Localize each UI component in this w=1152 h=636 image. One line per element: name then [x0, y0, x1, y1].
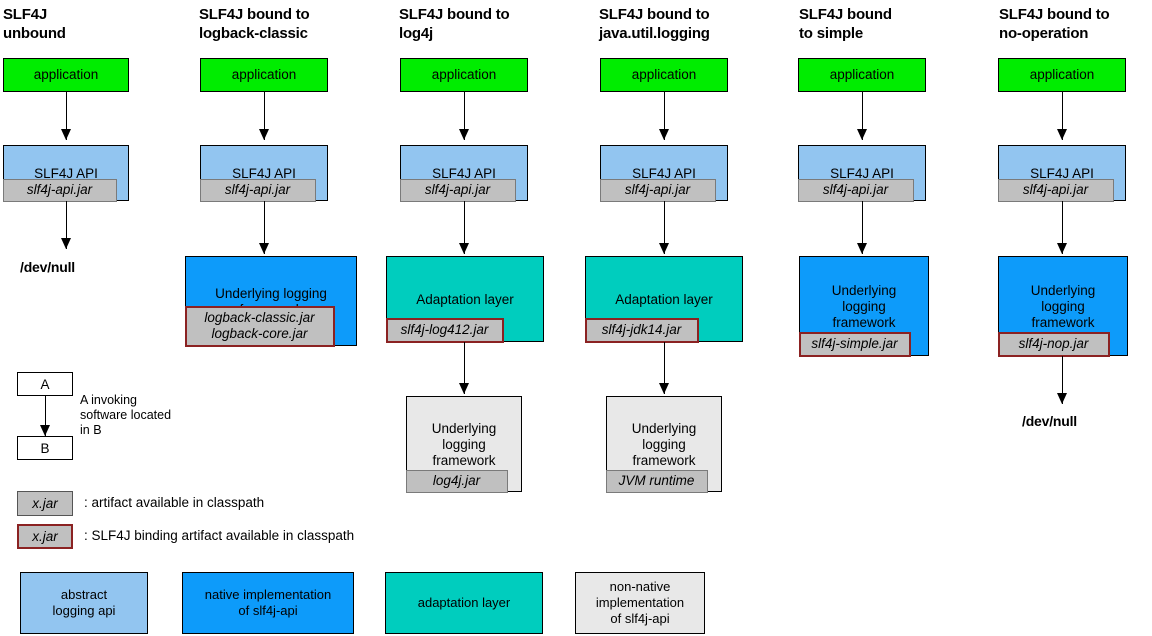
legend-binding-artifact-label: x.jar: [32, 529, 58, 544]
col4-slf4j-api-label: SLF4J API: [632, 166, 696, 181]
column-title-jul: SLF4J bound to java.util.logging: [599, 6, 710, 42]
legend-key-abstract-logging-api-label: abstract logging api: [52, 587, 116, 618]
legend-box-a: A: [17, 372, 73, 396]
col2-slf4j-api-label: SLF4J API: [232, 166, 296, 181]
col6-application-box: application: [998, 58, 1126, 92]
col5-slf4j-api-label: SLF4J API: [830, 166, 894, 181]
col3-framework-box: Underlying logging framework log4j.jar: [405, 396, 522, 493]
col6-devnull-label: /dev/null: [1022, 413, 1077, 429]
legend-box-a-label: A: [40, 376, 50, 392]
legend-box-b-label: B: [40, 440, 50, 456]
column-title-nop: SLF4J bound to no-operation: [999, 6, 1110, 42]
col3-application-box: application: [400, 58, 528, 92]
col3-slf4j-api-label: SLF4J API: [432, 166, 496, 181]
col6-framework-label: Underlying logging framework: [1030, 283, 1096, 330]
col3-slf4j-api-box: SLF4J API slf4j-api.jar: [399, 145, 528, 202]
col5-application-box: application: [798, 58, 926, 92]
col4-framework-label: Underlying logging framework: [631, 421, 697, 468]
legend-binding-artifact-description: : SLF4J binding artifact available in cl…: [84, 528, 355, 543]
col4-application-box: application: [600, 58, 728, 92]
legend-binding-artifact-swatch: x.jar: [17, 524, 73, 549]
col4-framework-jar: JVM runtime: [605, 469, 708, 493]
legend-key-adaptation-layer: adaptation layer: [385, 572, 543, 634]
legend-artifact-description: : artifact available in classpath: [84, 495, 265, 510]
col3-framework-jar: log4j.jar: [405, 469, 508, 493]
col6-application-label: application: [1029, 66, 1095, 82]
col3-framework-label: Underlying logging framework: [431, 421, 497, 468]
legend-key-non-native-implementation: non-native implementation of slf4j-api: [575, 572, 705, 634]
col6-framework-jar: slf4j-nop.jar: [997, 331, 1110, 357]
col3-adaptation-box: Adaptation layer slf4j-log412.jar: [385, 256, 544, 343]
col6-framework-box: Underlying logging framework slf4j-nop.j…: [997, 256, 1128, 357]
col2-framework-box: Underlying logging framework logback-cla…: [184, 256, 357, 347]
col1-slf4j-api-box: SLF4J API slf4j-api.jar: [2, 145, 129, 202]
col1-application-box: application: [3, 58, 129, 92]
col1-slf4j-api-label: SLF4J API: [34, 166, 98, 181]
col4-adaptation-box: Adaptation layer slf4j-jdk14.jar: [584, 256, 743, 343]
col3-adaptation-label: Adaptation layer: [416, 292, 514, 307]
col3-slf4j-api-jar: slf4j-api.jar: [399, 178, 516, 202]
column-title-log4j: SLF4J bound to log4j: [399, 6, 510, 42]
col5-framework-box: Underlying logging framework slf4j-simpl…: [798, 256, 929, 357]
legend-key-native-implementation: native implementation of slf4j-api: [182, 572, 354, 634]
legend-invocation-description: A invoking software located in B: [80, 393, 172, 437]
col3-application-label: application: [431, 66, 497, 82]
col6-slf4j-api-box: SLF4J API slf4j-api.jar: [997, 145, 1126, 202]
col2-framework-jar: logback-classic.jar logback-core.jar: [184, 305, 335, 347]
col4-adaptation-jar: slf4j-jdk14.jar: [584, 317, 699, 343]
legend-key-abstract-logging-api: abstract logging api: [20, 572, 148, 634]
legend-key-native-implementation-label: native implementation of slf4j-api: [204, 587, 332, 618]
col4-slf4j-api-box: SLF4J API slf4j-api.jar: [599, 145, 728, 202]
col2-application-label: application: [231, 66, 297, 82]
col5-slf4j-api-jar: slf4j-api.jar: [797, 178, 914, 202]
col2-slf4j-api-box: SLF4J API slf4j-api.jar: [199, 145, 328, 202]
col5-slf4j-api-box: SLF4J API slf4j-api.jar: [797, 145, 926, 202]
column-title-unbound: SLF4J unbound: [3, 6, 66, 42]
col1-devnull-label: /dev/null: [20, 259, 75, 275]
col5-framework-jar: slf4j-simple.jar: [798, 331, 911, 357]
col3-adaptation-jar: slf4j-log412.jar: [385, 317, 504, 343]
col5-framework-label: Underlying logging framework: [831, 283, 897, 330]
col5-application-label: application: [829, 66, 895, 82]
legend-key-adaptation-layer-label: adaptation layer: [417, 595, 511, 610]
col1-slf4j-api-jar: slf4j-api.jar: [2, 178, 117, 202]
column-title-logback-classic: SLF4J bound to logback-classic: [199, 6, 310, 42]
col6-slf4j-api-label: SLF4J API: [1030, 166, 1094, 181]
col4-slf4j-api-jar: slf4j-api.jar: [599, 178, 716, 202]
legend-artifact-label: x.jar: [32, 496, 58, 511]
col4-adaptation-label: Adaptation layer: [615, 292, 713, 307]
legend-artifact-swatch: x.jar: [17, 491, 73, 516]
legend-box-b: B: [17, 436, 73, 460]
col4-framework-box: Underlying logging framework JVM runtime: [605, 396, 722, 493]
col2-application-box: application: [200, 58, 328, 92]
column-title-simple: SLF4J bound to simple: [799, 6, 892, 42]
col2-slf4j-api-jar: slf4j-api.jar: [199, 178, 316, 202]
legend-key-non-native-implementation-label: non-native implementation of slf4j-api: [595, 579, 685, 626]
col4-application-label: application: [631, 66, 697, 82]
col6-slf4j-api-jar: slf4j-api.jar: [997, 178, 1114, 202]
col1-application-label: application: [33, 66, 99, 82]
